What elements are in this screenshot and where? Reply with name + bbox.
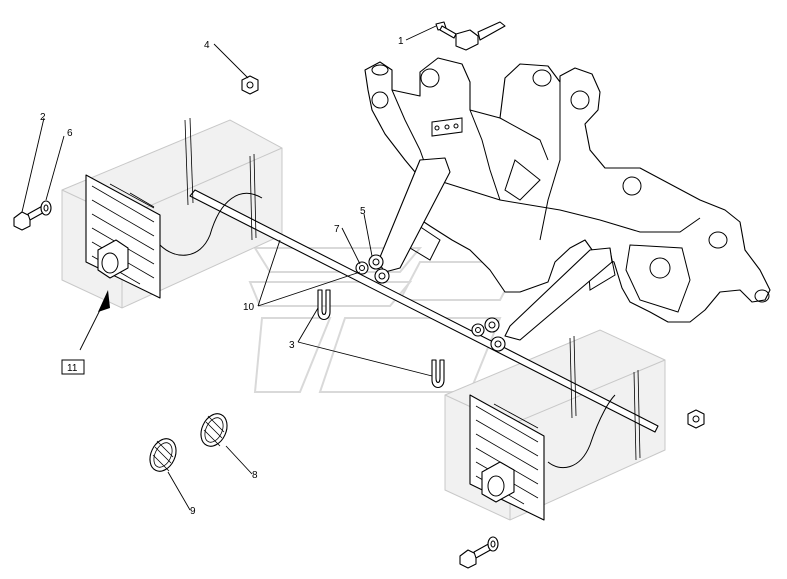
callout-9: 9 [190, 506, 196, 517]
left-warning-lamp [85, 174, 161, 299]
lamp-support-bar [184, 117, 659, 461]
lamp-wiring [159, 192, 616, 469]
nut-right [687, 409, 705, 429]
bolt-lower-right [459, 536, 499, 569]
callout-3: 3 [289, 340, 295, 351]
callout-4: 4 [204, 40, 210, 51]
leader-lines [21, 25, 437, 511]
right-warning-lamp [469, 394, 545, 521]
reflector-part-9 [149, 438, 177, 472]
callout-1: 1 [398, 36, 404, 47]
nut-cluster-lower [471, 317, 506, 352]
callout-labels: 1 2 3 4 5 6 7 8 9 10 11 [40, 36, 404, 517]
washer-part-6 [40, 200, 52, 216]
tractor-front-frame [364, 57, 771, 323]
callout-8: 8 [252, 470, 258, 481]
nut-part-4 [241, 75, 259, 95]
callout-11-box [61, 359, 85, 375]
callout-2: 2 [40, 112, 46, 123]
nut-cluster-upper [355, 254, 390, 284]
reflector-part-8 [200, 413, 228, 447]
callout-11: 11 [67, 363, 78, 374]
callout-5: 5 [360, 206, 366, 217]
callout-7: 7 [334, 224, 340, 235]
callout-6: 6 [67, 128, 73, 139]
screw-part-1 [435, 21, 506, 51]
view-arrow-11 [61, 290, 110, 375]
u-bolts [317, 289, 445, 389]
callout-10: 10 [243, 302, 255, 313]
